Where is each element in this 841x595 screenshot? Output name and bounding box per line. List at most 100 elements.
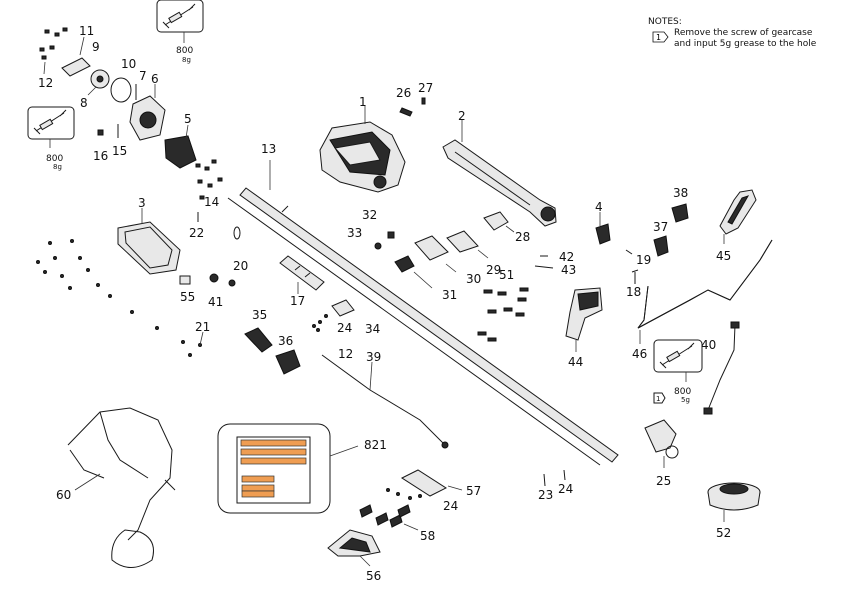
part-24-34-35-36-lower-clamp: 34 24 12 35 36 [244,299,380,375]
part-label-44: 44 [568,355,583,369]
part-label-33: 33 [347,226,362,240]
grease-amount: 8g [53,163,62,171]
notes-title: NOTES: [648,17,682,27]
part-7-to-11-small-parts: 10 7 8 9 11 [61,24,147,110]
part-15-16-pins: 16 15 [93,124,127,163]
note-number: 1 [656,33,661,42]
part-label-32: 32 [362,208,377,222]
part-label-56: 56 [366,569,381,583]
part-label-27: 27 [418,81,433,95]
part-23-24-bottom-pins: 23 24 [538,469,573,502]
part-44-battery-pack: 44 [565,287,603,369]
note-number-icon: 1 [652,31,669,43]
part-label-34: 34 [365,322,380,336]
part-28-to-33-clamp-parts: 28 29 30 31 32 33 [347,208,530,302]
part-label-8: 8 [80,96,88,110]
part-label-13: 13 [261,142,276,156]
grease-callout-right: 800 5g 1 [653,339,703,404]
part-label-57: 57 [466,484,481,498]
part-3-cover-plate: 3 [117,196,181,275]
part-42-43-pins: 42 43 [534,250,576,277]
part-label-51: 51 [499,268,514,282]
part-label-7: 7 [139,69,147,83]
loose-fasteners [195,159,223,200]
grease-amount: 8g [182,56,191,64]
note-marker: 1 [656,395,660,403]
grease-callout-left: 800 8g [27,106,75,171]
grease-code: 800 [674,387,691,397]
part-51-screw-group: 51 [477,268,529,342]
part-label-10: 10 [121,57,136,71]
part-label-1: 1 [359,95,367,109]
part-label-30: 30 [466,272,481,286]
grease-amount: 5g [681,396,690,404]
part-label-38: 38 [673,186,688,200]
grease-code: 800 [176,46,193,56]
part-17-grip-sleeve: 17 [279,255,325,308]
part-label-31: 31 [442,288,457,302]
grease-code: 800 [46,154,63,164]
part-label-17: 17 [290,294,305,308]
part-4-switch: 4 [595,200,611,245]
part-label-43: 43 [561,263,576,277]
part-label-39: 39 [366,350,381,364]
part-label-11: 11 [79,24,94,38]
part-label-37: 37 [653,220,668,234]
part-1-motor-housing: 1 [319,95,406,193]
part-label-60: 60 [56,488,71,502]
part-821-label-sheet: 821 [217,423,387,514]
notes-body: Remove the screw of gearcase and input 5… [648,28,824,50]
part-39-wire-harness: 39 [321,350,449,449]
part-37-38-trigger: 38 37 [653,186,689,257]
grease-callout-top: 800 8g [156,0,204,64]
notes-line-2: and input 5g grease to the hole [674,39,817,49]
part-label-58: 58 [420,529,435,543]
part-label-41: 41 [208,295,223,309]
part-label-24b: 24 [443,499,458,513]
part-label-42: 42 [559,250,574,264]
part-label-20: 20 [233,259,248,273]
part-label-35: 35 [252,308,267,322]
part-40-cable: 40 [701,321,740,415]
part-label-18: 18 [626,285,641,299]
part-2-handle-tube: 2 [442,109,557,227]
part-label-40: 40 [701,338,716,352]
part-26-27-screws: 26 27 [396,81,433,117]
part-label-52: 52 [716,526,731,540]
part-label-3: 3 [138,196,146,210]
part-45-auxiliary-grip: 45 [716,189,757,263]
part-label-25: 25 [656,474,671,488]
part-label-45: 45 [716,249,731,263]
part-label-29: 29 [486,263,501,277]
part-label-26: 26 [396,86,411,100]
part-label-46: 46 [632,347,647,361]
part-label-15: 15 [112,144,127,158]
part-label-6: 6 [151,72,159,86]
notes-panel: NOTES: 1 Remove the screw of gearcase an… [648,17,824,50]
part-label-24c: 24 [558,482,573,496]
part-12-screws: 12 [38,27,68,90]
part-label-12b: 12 [338,347,353,361]
part-label-821: 821 [364,438,387,452]
part-label-21: 21 [195,320,210,334]
part-label-23: 23 [538,488,553,502]
part-label-22: 22 [189,226,204,240]
notes-item: 1 Remove the screw of gearcase and input… [648,28,824,50]
part-13-shaft-tube: 13 [239,142,619,463]
part-18-19-pins: 19 18 [625,249,651,299]
part-21-screw-group: 21 [36,239,210,357]
part-label-12: 12 [38,76,53,90]
part-label-16: 16 [93,149,108,163]
part-label-2: 2 [458,109,466,123]
part-14-drive-shaft: 14 [204,195,601,466]
part-56-57-58-guard-parts: 57 24 58 56 [327,469,481,583]
part-label-14: 14 [204,195,219,209]
part-25-gear-head: 25 [644,419,679,488]
part-label-55: 55 [180,290,195,304]
part-60-shoulder-harness: 60 [56,407,176,568]
part-label-5: 5 [184,112,192,126]
part-52-trimmer-head: 52 [707,482,761,540]
part-label-28: 28 [515,230,530,244]
part-label-19: 19 [636,253,651,267]
